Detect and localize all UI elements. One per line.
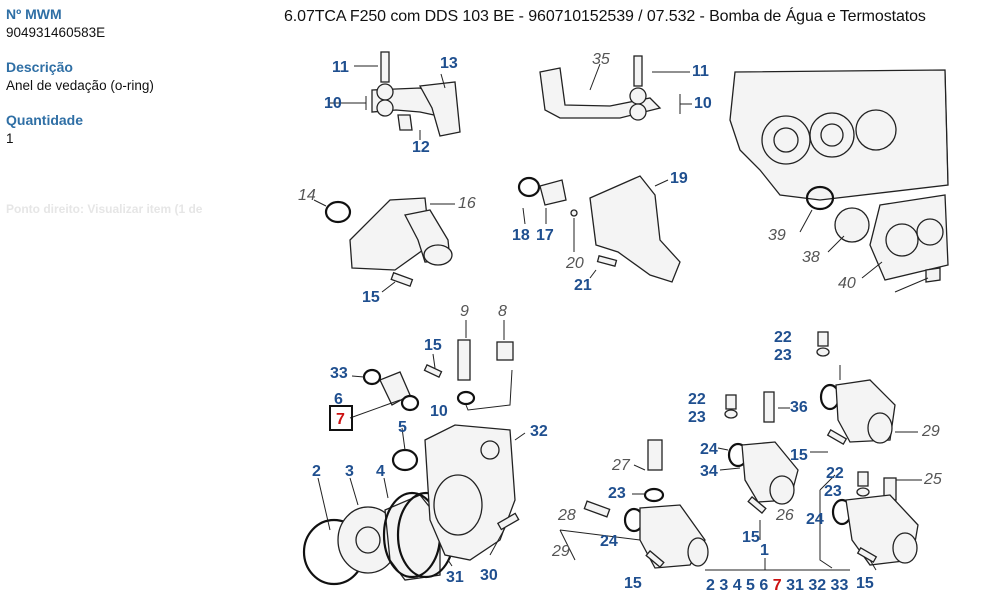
callout-18: 18 — [512, 227, 530, 244]
callout-34: 34 — [700, 463, 718, 480]
callout-12: 12 — [412, 139, 430, 156]
callout-15: 15 — [856, 575, 874, 592]
callout-3: 3 — [345, 463, 354, 480]
thermostat-housing-bottom-right — [819, 471, 922, 571]
mwm-number-label: Nº MWM — [6, 6, 62, 22]
callout-25: 25 — [923, 471, 942, 488]
thermostat-housing-lower — [559, 439, 709, 569]
callout-31: 31 — [446, 569, 464, 586]
callout-24: 24 — [600, 533, 618, 550]
callout-15: 15 — [362, 289, 380, 306]
callout-22: 22 — [688, 391, 706, 408]
callout-16: 16 — [458, 195, 476, 212]
callout-15: 15 — [424, 337, 442, 354]
callout-19: 19 — [670, 170, 688, 187]
callout-39: 39 — [768, 227, 786, 244]
callout-23: 23 — [688, 409, 706, 426]
callout-15: 15 — [624, 575, 642, 592]
group-list-before: 2 3 4 5 6 — [706, 577, 773, 594]
coolant-pipe-group-left — [330, 51, 461, 140]
callout-29: 29 — [921, 423, 940, 440]
selected-callout-box — [329, 405, 353, 431]
description-label: Descrição — [6, 59, 73, 75]
callout-38: 38 — [802, 249, 820, 266]
callout-24: 24 — [700, 441, 718, 458]
callout-11: 11 — [692, 63, 709, 80]
callout-4: 4 — [376, 463, 385, 480]
callout-2: 2 — [312, 463, 321, 480]
callout-5: 5 — [398, 419, 407, 436]
callout-17: 17 — [536, 227, 554, 244]
callout-21: 21 — [574, 277, 592, 294]
part-group-list: 2 3 4 5 6 7 31 32 33 — [706, 577, 848, 594]
callout-1: 1 — [760, 542, 769, 559]
callout-13: 13 — [440, 55, 458, 72]
callout-23: 23 — [608, 485, 626, 502]
callout-30: 30 — [480, 567, 498, 584]
callout-10: 10 — [694, 95, 712, 112]
callout-8: 8 — [498, 303, 507, 320]
mwm-number-value: 904931460583E — [6, 25, 106, 40]
group-bracket-line — [705, 558, 850, 571]
callout-14: 14 — [298, 187, 316, 204]
callout-35: 35 — [592, 51, 610, 68]
callout-11: 11 — [332, 59, 349, 76]
diagram-title: 6.07TCA F250 com DDS 103 BE - 9607101525… — [284, 8, 926, 25]
callout-6: 6 — [334, 391, 343, 408]
callout-24: 24 — [806, 511, 824, 528]
callout-10: 10 — [324, 95, 342, 112]
hint-text: Ponto direito: Visualizar item (1 de — [6, 202, 203, 216]
callout-40: 40 — [838, 275, 856, 292]
quantity-label: Quantidade — [6, 112, 84, 128]
callout-23: 23 — [774, 347, 792, 364]
group-list-after: 31 32 33 — [782, 577, 849, 594]
callout-36: 36 — [790, 399, 808, 416]
callout-20: 20 — [565, 255, 584, 272]
callout-33: 33 — [330, 365, 348, 382]
callout-15: 15 — [742, 529, 760, 546]
callout-23: 23 — [824, 483, 842, 500]
coolant-pipe-group-center — [539, 55, 692, 121]
description-value: Anel de vedação (o-ring) — [6, 78, 154, 93]
callout-10: 10 — [430, 403, 448, 420]
callout-26: 26 — [775, 507, 794, 524]
mounting-bracket — [517, 175, 681, 283]
quantity-value: 1 — [6, 131, 14, 146]
water-pump-assembly — [302, 320, 526, 586]
callout-22: 22 — [774, 329, 792, 346]
callout-7-selected: 7 — [336, 411, 345, 428]
callout-9: 9 — [460, 303, 469, 320]
thermostat-housing-right — [717, 331, 918, 540]
group-list-highlight: 7 — [773, 577, 782, 594]
callout-22: 22 — [826, 465, 844, 482]
callout-28: 28 — [557, 507, 576, 524]
outlet-elbow-housing — [313, 197, 455, 293]
callout-32: 32 — [530, 423, 548, 440]
callout-15: 15 — [790, 447, 808, 464]
engine-block-thermostat-area — [729, 69, 949, 293]
part-info-panel: Nº MWM 904931460583E Descrição Anel de v… — [6, 6, 266, 165]
callout-29: 29 — [551, 543, 570, 560]
callout-labels: 11 13 10 12 35 11 10 19 18 17 20 21 14 1… — [298, 51, 942, 594]
callout-27: 27 — [611, 457, 631, 474]
